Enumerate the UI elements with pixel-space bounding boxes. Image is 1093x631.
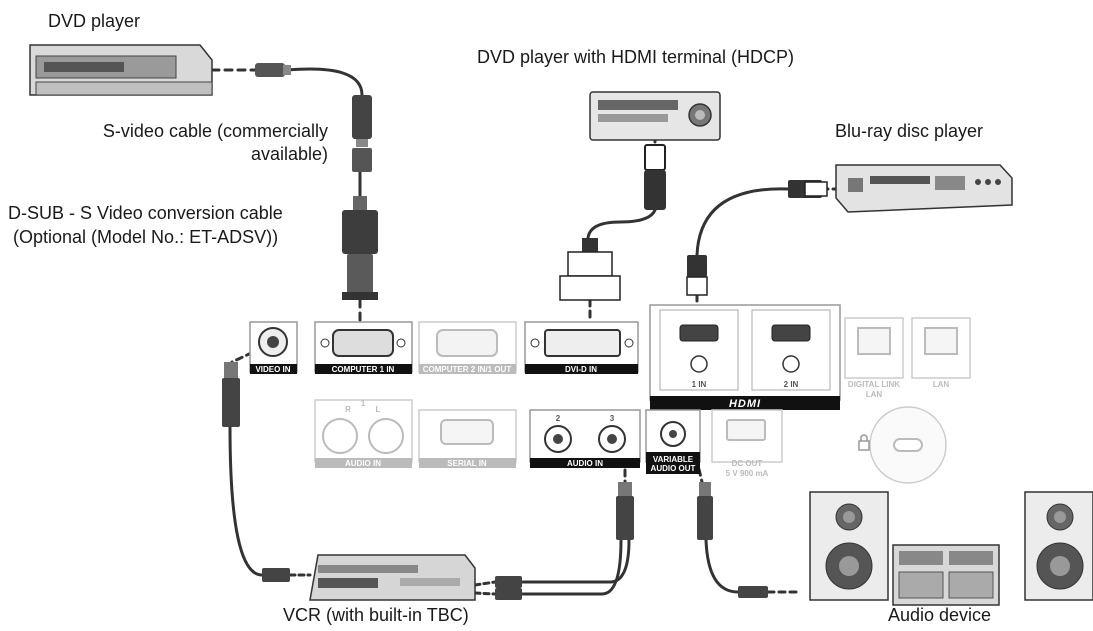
label-svideo-cable-2: available) [250,144,328,164]
hdmi-1-in-label: 1 IN [692,380,707,389]
hdmi-plug-dvd [644,144,666,171]
vcr-audio-dash-a [473,580,497,587]
vcr-audio-dash-b [473,591,497,596]
hdmi-2-in-label: 2 IN [784,380,799,389]
audio-1-label: 1 [361,399,366,408]
audio-r-label: R [345,405,351,414]
vcr-device [309,554,476,601]
svideo-plug-top [352,95,372,139]
audio-l-label: L [376,405,381,414]
serial-in-label: SERIAL IN [447,459,487,468]
svideo-plug-female [352,148,372,172]
bluray-device [835,164,1013,213]
hdmi-logo: HDMI [729,398,761,410]
bluray-cable-path [695,187,790,257]
mini-plug-audio-device [738,586,768,598]
lock-icon [858,434,870,451]
terminal-panel: VIDEO IN COMPUTER 1 IN COMPUTER 2 IN/1 O… [249,304,971,484]
label-dsub-cable-2: (Optional (Model No.: ET-ADSV)) [13,227,279,247]
label-dvd-hdmi: DVD player with HDMI terminal (HDCP) [477,47,795,67]
digital-link-label: DIGITAL LINK [848,380,900,389]
audio-3-label: 3 [610,414,615,423]
dc-out-label-2: 5 V 900 mA [726,469,769,478]
audioout-cable-path [704,538,740,594]
rca-plug-vcr-audio-b [495,588,522,600]
hdmi-2-in-terminal [751,309,831,391]
dsub-plug-body [342,210,378,254]
dc-out-label-1: DC OUT [732,459,763,468]
label-dvd-player: DVD player [48,11,141,31]
computer1-in-label: COMPUTER 1 IN [332,365,395,374]
audio-device [809,491,1093,606]
variable-audio-out-label-2: AUDIO OUT [651,464,696,473]
audio-in-23-label: AUDIO IN [567,459,603,468]
audio-cable-a [520,538,631,584]
audio-in-1-label: AUDIO IN [345,459,381,468]
computer2-in-label: COMPUTER 2 IN/1 OUT [423,365,512,374]
audio-2-label: 2 [556,414,561,423]
rca-plug-audio3 [616,496,634,540]
svideo-cable-path [286,67,364,97]
rca-plug-vcr-audio-a [495,576,522,588]
hdmi-1-in-terminal [659,309,739,391]
svideo-plug-dvd [255,63,285,77]
digital-link-lan-label: LAN [866,390,883,399]
audio-cable-b [520,538,623,596]
variable-audio-out-label-1: VARIABLE [653,455,694,464]
video-cable-path [228,425,264,577]
label-svideo-cable-1: S-video cable (commercially [102,121,328,141]
rca-plug-video [222,378,240,427]
rca-plug-vcr-video [262,568,290,582]
label-bluray: Blu-ray disc player [835,121,984,141]
label-audio-device: Audio device [888,605,992,625]
label-dsub-cable-1: D-SUB - S Video conversion cable [8,203,283,223]
lan-label: LAN [933,380,950,389]
hdmi-plug-panel [687,255,707,277]
plugs [222,63,828,600]
video-in-label: VIDEO IN [255,365,290,374]
label-vcr: VCR (with built-in TBC) [283,605,469,625]
mini-plug-audio-out [697,496,713,540]
dsub-plug-head [347,254,373,294]
dvd-player-device [29,44,213,96]
dvi-cable-path [586,208,657,240]
dvi-d-in-label: DVI-D IN [565,365,597,374]
dvi-plug [567,251,613,277]
dvd-hdmi-device [589,91,721,141]
